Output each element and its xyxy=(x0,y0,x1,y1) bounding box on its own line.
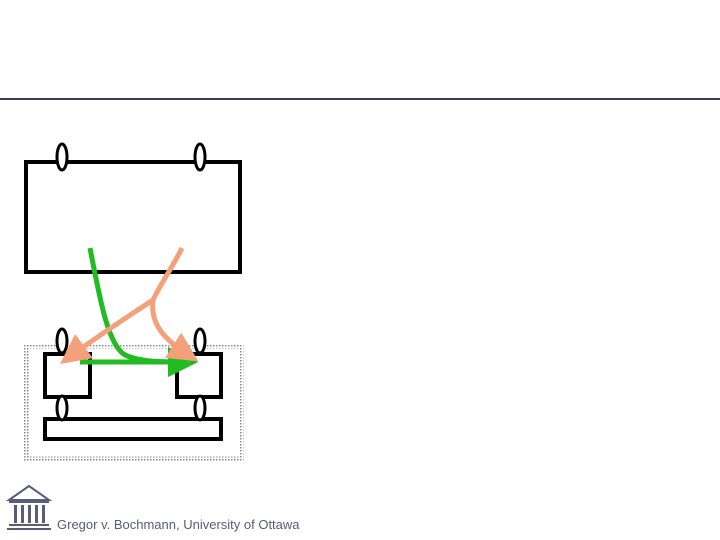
top-component-box xyxy=(24,160,242,274)
orange-flow-right-branch xyxy=(150,299,199,362)
right-sub-top-port xyxy=(193,327,207,355)
top-right-port xyxy=(193,142,207,172)
right-sub-bottom-port xyxy=(193,394,207,422)
left-sub-bottom-port xyxy=(55,394,69,422)
left-sub-top-port xyxy=(55,327,69,355)
orange-flow-stem xyxy=(150,246,185,302)
orange-flow-left-branch xyxy=(59,297,155,364)
composite-dotted-border xyxy=(23,343,244,462)
footer-author-text: Gregor v. Bochmann, University of Ottawa xyxy=(57,517,300,532)
title-divider-line xyxy=(0,98,720,100)
top-left-port xyxy=(55,142,69,172)
bottom-bar-component xyxy=(43,417,223,441)
university-building-icon xyxy=(6,484,52,530)
